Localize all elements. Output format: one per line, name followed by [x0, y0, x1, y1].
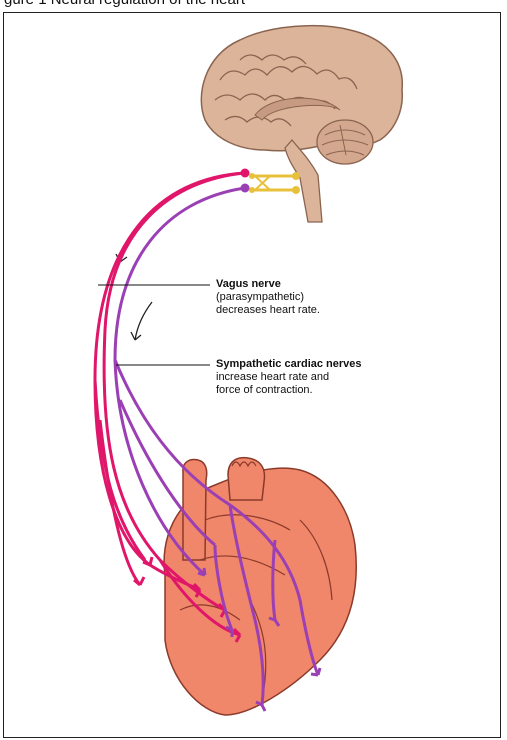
brainstem-nuclei — [249, 172, 300, 194]
sympathetic-arrow-icon — [135, 302, 152, 340]
sympathetic-label-line1: increase heart rate and — [216, 371, 362, 384]
vagus-origin-dot — [241, 169, 250, 178]
aorta — [183, 460, 207, 561]
vagus-label-title: Vagus nerve — [216, 278, 320, 291]
vagus-label-line2: decreases heart rate. — [216, 304, 320, 317]
brain-illustration — [201, 26, 402, 222]
brain-cortex — [201, 26, 402, 151]
sympathetic-label-title: Sympathetic cardiac nerves — [216, 358, 362, 371]
sympathetic-origin-dot — [241, 184, 250, 193]
sympathetic-label-line2: force of contraction. — [216, 384, 362, 397]
vagus-nerve-label: Vagus nerve (parasympathetic) decreases … — [216, 278, 320, 317]
vagus-label-line1: (parasympathetic) — [216, 291, 320, 304]
cerebellum — [317, 120, 373, 164]
brainstem — [285, 140, 322, 222]
sympathetic-nerve-label: Sympathetic cardiac nerves increase hear… — [216, 358, 362, 397]
